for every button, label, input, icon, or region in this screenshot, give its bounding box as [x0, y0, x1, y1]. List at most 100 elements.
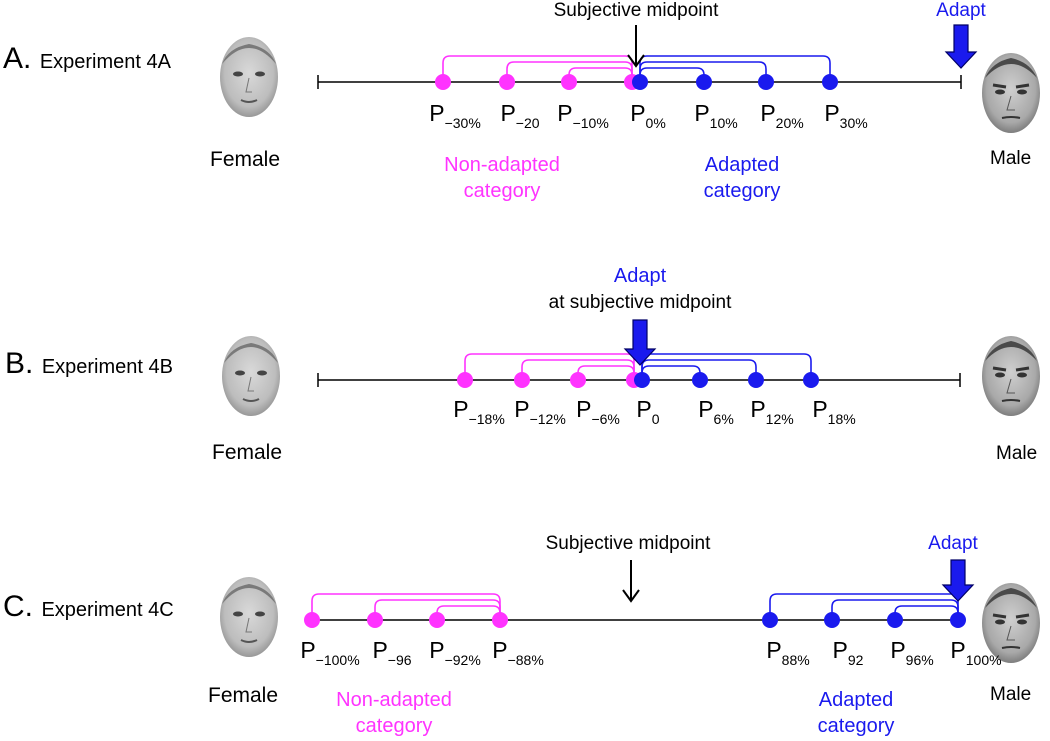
- thin-down-arrow-icon: [622, 560, 640, 603]
- male-face-icon: [980, 580, 1042, 664]
- panel-c-point-label: P92: [832, 637, 864, 668]
- panel-a-point-label: P−20: [500, 100, 540, 131]
- blue-dot: [803, 372, 819, 388]
- panel-a-adapted-line1: Adapted: [704, 154, 780, 176]
- pink-dot: [429, 612, 445, 628]
- blue-dot: [822, 74, 838, 90]
- panel-b-male-label: Male: [996, 443, 1038, 464]
- panel-b-label: B. Experiment 4B: [5, 347, 173, 381]
- blue-dot: [748, 372, 764, 388]
- pink-dot: [561, 74, 577, 90]
- panel-a-point-label: P0%: [630, 100, 666, 131]
- panel-a-point-label: P20%: [760, 100, 804, 131]
- panel-c-point-label: P96%: [890, 637, 934, 668]
- panel-a-point-label: P−10%: [557, 100, 609, 131]
- panel-c-label: C. Experiment 4C: [3, 590, 174, 624]
- panel-b-point-label: P0: [636, 396, 660, 427]
- panel-a-point-label: P10%: [694, 100, 738, 131]
- panel-b-experiment: Experiment 4B: [41, 356, 173, 378]
- panel-a-subjective-midpoint: Subjective midpoint: [553, 0, 719, 21]
- panel-c-male-label: Male: [990, 684, 1032, 705]
- pink-dot: [457, 372, 473, 388]
- panel-b-point-label: P−18%: [453, 396, 505, 427]
- panel-c-subjective-midpoint: Subjective midpoint: [545, 533, 711, 554]
- panel-b-letter: B.: [5, 347, 34, 380]
- blue-bracket: [894, 605, 959, 620]
- pink-dot: [492, 612, 508, 628]
- pink-bracket: [568, 67, 633, 82]
- blue-dot: [696, 74, 712, 90]
- panel-c-point-label: P−88%: [492, 637, 544, 668]
- pink-bracket: [464, 353, 635, 380]
- pink-dot: [435, 74, 451, 90]
- pink-bracket: [577, 365, 635, 380]
- female-face-icon: [218, 574, 280, 658]
- pink-dot: [570, 372, 586, 388]
- pink-dot: [304, 612, 320, 628]
- down-arrow-icon: [944, 24, 978, 69]
- male-face-icon: [980, 50, 1042, 134]
- panel-c-point-label: P−92%: [429, 637, 481, 668]
- panel-b-adapt-label: Adapt: [613, 265, 667, 287]
- male-face-icon: [980, 333, 1042, 417]
- blue-dot: [758, 74, 774, 90]
- panel-b-female-label: Female: [212, 441, 283, 464]
- panel-a-label: A. Experiment 4A: [3, 42, 171, 76]
- pink-dot: [514, 372, 530, 388]
- blue-dot: [950, 612, 966, 628]
- panel-c-letter: C.: [3, 590, 33, 623]
- panel-c-point-label: P−96: [372, 637, 412, 668]
- blue-bracket: [641, 353, 812, 380]
- panel-c-point-label: P88%: [766, 637, 810, 668]
- panel-c-graphics: [304, 559, 975, 628]
- blue-dot: [762, 612, 778, 628]
- panel-a-nonadapted-category: Non-adapted category: [402, 152, 602, 204]
- pink-bracket: [436, 605, 501, 620]
- down-arrow-icon: [941, 559, 975, 602]
- blue-dot: [692, 372, 708, 388]
- down-arrow-icon: [623, 319, 657, 366]
- panel-b-point-label: P12%: [750, 396, 794, 427]
- panel-b-point-label: P6%: [698, 396, 734, 427]
- panel-c-adapted-line1: Adapted: [818, 689, 894, 711]
- blue-dot: [634, 372, 650, 388]
- panel-c-point-label: P−100%: [300, 637, 360, 668]
- panel-a-point-label: P30%: [824, 100, 868, 131]
- blue-dot: [824, 612, 840, 628]
- panel-b-point-label: P−12%: [514, 396, 566, 427]
- panel-a-nonadapted-line1: Non-adapted: [444, 154, 560, 176]
- panel-a-graphics: [317, 24, 978, 90]
- blue-bracket: [639, 55, 831, 82]
- panel-c-experiment: Experiment 4C: [41, 599, 174, 621]
- female-face-icon: [220, 333, 282, 417]
- panel-b-point-label: P18%: [812, 396, 856, 427]
- blue-bracket: [641, 365, 701, 380]
- panel-a-nonadapted-line2: category: [463, 180, 541, 202]
- blue-bracket: [769, 593, 959, 620]
- panel-a-female-label: Female: [210, 148, 281, 171]
- panel-c-nonadapted-category: Non-adapted category: [294, 687, 494, 739]
- panel-a-male-label: Male: [990, 148, 1032, 169]
- panel-c-female-label: Female: [208, 684, 279, 707]
- thin-down-arrow-icon: [627, 25, 645, 68]
- panel-a-adapted-line2: category: [703, 180, 781, 202]
- pink-dot: [499, 74, 515, 90]
- panel-b-point-label: P−6%: [576, 396, 620, 427]
- panel-c-adapt-label: Adapt: [928, 533, 978, 554]
- panel-c-point-label: P100%: [950, 637, 1002, 668]
- female-face-icon: [218, 34, 280, 118]
- panel-a-point-label: P−30%: [429, 100, 481, 131]
- panel-b-graphics: [317, 319, 961, 388]
- blue-dot: [887, 612, 903, 628]
- panel-a-adapted-category: Adapted category: [642, 152, 842, 204]
- pink-dot: [367, 612, 383, 628]
- blue-dot: [632, 74, 648, 90]
- panel-a-experiment: Experiment 4A: [39, 51, 171, 73]
- panel-c-adapted-category: Adapted category: [756, 687, 956, 739]
- panel-b-at-subjective-midpoint: at subjective midpoint: [548, 292, 732, 313]
- panel-a-adapt-label: Adapt: [936, 0, 986, 21]
- blue-bracket: [639, 67, 705, 82]
- pink-bracket: [442, 55, 633, 82]
- panel-a-letter: A.: [3, 42, 32, 75]
